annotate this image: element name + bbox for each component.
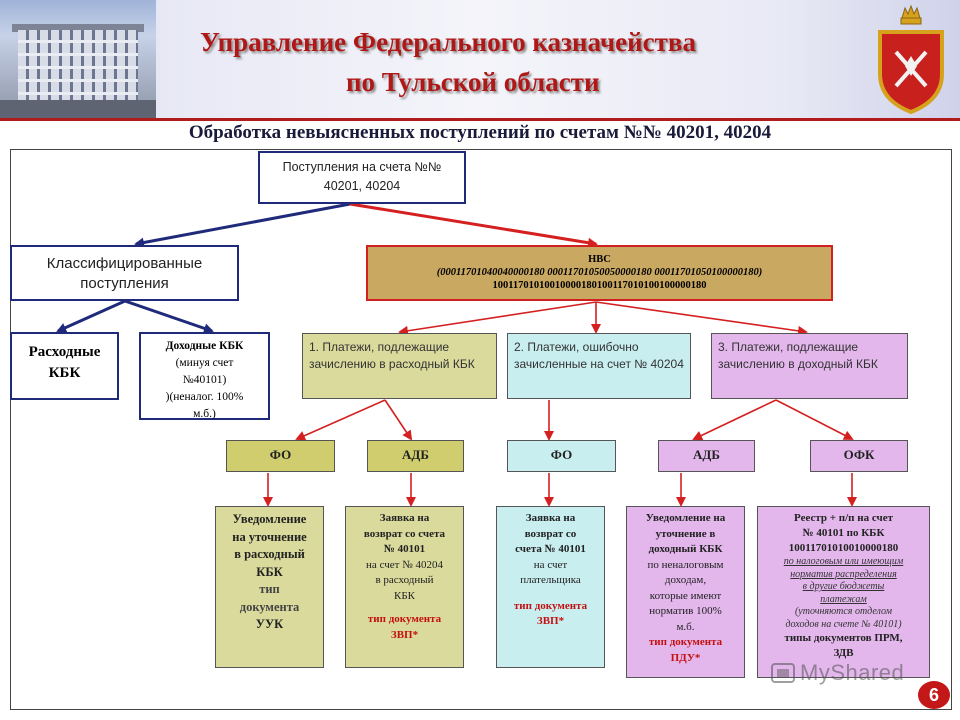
building-photo bbox=[0, 0, 156, 118]
doc1-line1: Уведомление bbox=[232, 512, 307, 526]
doc2-line6: КБК bbox=[394, 589, 415, 602]
doc5-line4: по налоговым или имеющим bbox=[783, 556, 904, 567]
doc-zvp-expense-box: Заявка на возврат со счета № 40101 на сч… bbox=[345, 506, 464, 668]
doc1-line3: в расходный bbox=[234, 547, 305, 561]
doc1-line6: документа bbox=[239, 599, 300, 614]
classified-line2: поступления bbox=[80, 275, 169, 292]
doc3-line2: возврат со bbox=[524, 527, 577, 540]
expense-kbk-line2: КБК bbox=[48, 365, 81, 381]
doc3-line3: счета № 40101 bbox=[515, 543, 586, 555]
doc5-line9: доходов на счете № 40101) bbox=[785, 618, 902, 630]
income-kbk-line2: (минуя счет bbox=[175, 357, 234, 369]
diagram-subtitle: Обработка невыясненных поступлений по сч… bbox=[188, 122, 772, 143]
doc5-line3: 10011701010010000180 bbox=[788, 542, 899, 554]
doc3-line5: плательщика bbox=[520, 574, 581, 586]
watermark-logo-icon bbox=[771, 663, 795, 683]
org-ofk: ОФК bbox=[810, 440, 908, 472]
watermark-text: MyShared bbox=[800, 660, 905, 685]
doc3-line6: тип документа bbox=[513, 599, 588, 612]
header-banner: Управление Федерального казначейства по … bbox=[0, 0, 960, 118]
classified-receipts-box: Классифицированные поступления bbox=[10, 245, 239, 301]
category-expense-kbk: 1. Платежи, подлежащие зачислению в расх… bbox=[302, 333, 497, 399]
doc2-line3: № 40101 bbox=[383, 543, 426, 555]
doc3-line7: ЗВП* bbox=[536, 615, 565, 627]
category-income-kbk: 3. Платежи, подлежащие зачислению в дохо… bbox=[711, 333, 908, 399]
doc1-line4: КБК bbox=[256, 564, 283, 579]
doc4-line4: по неналоговым bbox=[647, 558, 724, 571]
nvs-code2: 100117010100100001801001170101001000001​… bbox=[492, 280, 707, 291]
income-kbk-line4: )(неналог. 100% bbox=[165, 391, 244, 403]
category-erroneous-40204: 2. Платежи, ошибочно зачисленные на счет… bbox=[507, 333, 691, 399]
org-adb-1: АДБ bbox=[367, 440, 464, 472]
header-title-line2: по Тульской области bbox=[346, 67, 600, 97]
doc4-line2: уточнение в bbox=[655, 527, 716, 540]
doc4-line3: доходный КБК bbox=[648, 543, 723, 555]
doc-pdu-box: Уведомление на уточнение в доходный КБК … bbox=[626, 506, 745, 678]
doc3-line4: на счет bbox=[533, 558, 568, 571]
nvs-box: НВС (00011701040040000180 00011701050050… bbox=[366, 245, 833, 301]
expense-kbk-line1: Расходные bbox=[28, 344, 101, 360]
doc5-line11: ЗДВ bbox=[833, 647, 854, 659]
doc-registry-box: Реестр + п/п на счет № 40101 по КБК 1001… bbox=[757, 506, 930, 678]
doc4-line5: доходам, bbox=[664, 574, 707, 586]
classified-line1: Классифицированные bbox=[46, 255, 203, 272]
nvs-codes: (00011701040040000180 000117010500500001… bbox=[436, 267, 763, 278]
doc2-line2: возврат со счета bbox=[363, 527, 446, 540]
source-line2: 40201, 40204 bbox=[323, 179, 401, 193]
expense-kbk-box: Расходные КБК bbox=[10, 332, 119, 400]
doc2-line1: Заявка на bbox=[379, 512, 430, 524]
doc5-line5: норматив распределения bbox=[790, 568, 897, 580]
source-accounts-box: Поступления на счета №№ 40201, 40204 bbox=[258, 151, 466, 204]
org-adb-2: АДБ bbox=[658, 440, 755, 472]
source-line1: Поступления на счета №№ bbox=[282, 160, 442, 174]
diagram-frame bbox=[10, 149, 952, 710]
slide-number-badge: 6 bbox=[918, 681, 950, 709]
doc-zvp-payer-box: Заявка на возврат со счета № 40101 на сч… bbox=[496, 506, 605, 668]
doc4-line8: м.б. bbox=[676, 620, 695, 633]
doc5-line10: типы документов ПРМ, bbox=[784, 632, 903, 644]
doc5-line2: № 40101 по КБК bbox=[802, 527, 885, 539]
doc-uuk-box: Уведомление на уточнение в расходный КБК… bbox=[215, 506, 324, 668]
doc2-line5: в расходный bbox=[375, 574, 434, 586]
doc2-line4: на счет № 40204 bbox=[366, 558, 443, 571]
doc2-line8: ЗВП* bbox=[390, 628, 419, 641]
doc4-line6: которые имеют bbox=[649, 589, 722, 602]
income-kbk-line3: №40101) bbox=[182, 374, 227, 386]
doc5-line8: (уточняются отделом bbox=[794, 606, 893, 617]
income-kbk-box: Доходные КБК (минуя счет №40101) )(ненал… bbox=[139, 332, 270, 420]
doc5-line6: в другие бюджеты bbox=[802, 581, 885, 592]
doc4-line1: Уведомление на bbox=[645, 512, 726, 524]
doc4-line7: норматив 100% bbox=[649, 605, 722, 617]
income-kbk-line5: м.б.) bbox=[193, 408, 216, 420]
doc3-line1: Заявка на bbox=[525, 512, 576, 524]
doc5-line1: Реестр + п/п на счет bbox=[794, 512, 893, 524]
doc5-line7: платежам bbox=[820, 593, 867, 605]
doc1-line5: тип bbox=[259, 582, 280, 596]
header-rule bbox=[0, 118, 960, 121]
header-title-line1: Управление Федерального казначейства bbox=[200, 27, 696, 57]
org-fo-2: ФО bbox=[507, 440, 616, 472]
doc1-line7: УУК bbox=[255, 617, 284, 631]
doc4-line9: тип документа bbox=[648, 636, 723, 648]
doc1-line2: на уточнение bbox=[232, 529, 307, 544]
org-fo-1: ФО bbox=[226, 440, 335, 472]
tula-coat-of-arms-icon bbox=[878, 4, 944, 115]
nvs-title: НВС bbox=[588, 254, 611, 265]
income-kbk-line1: Доходные КБК bbox=[165, 340, 244, 352]
doc2-line7: тип документа bbox=[367, 613, 442, 625]
doc4-line10: ПДУ* bbox=[670, 651, 701, 664]
